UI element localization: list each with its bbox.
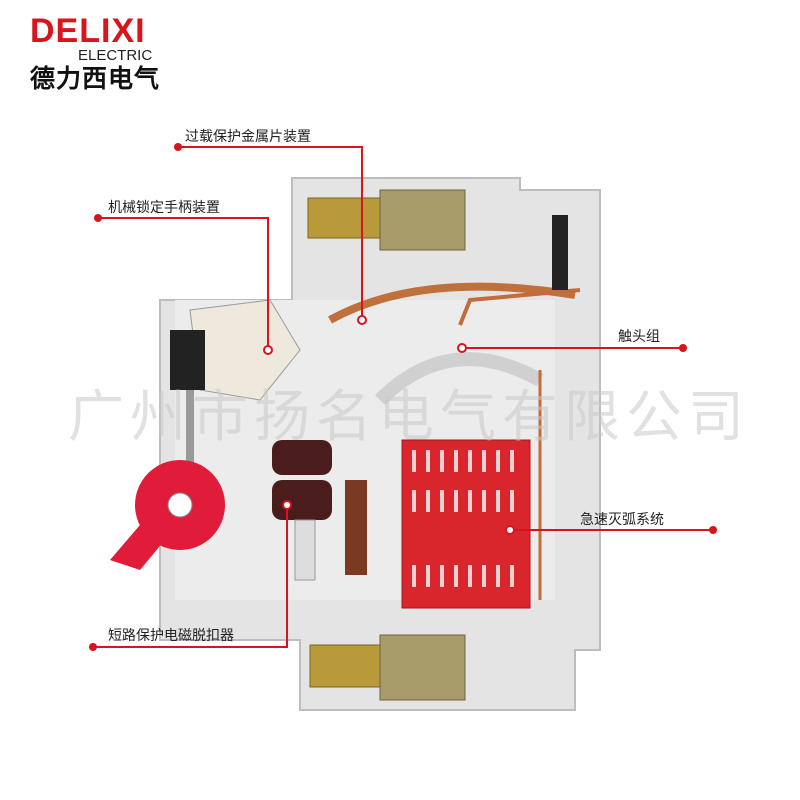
- label-contacts: 触头组: [618, 329, 660, 345]
- copper-braid: [328, 282, 576, 324]
- watermark: 广州市扬名电气有限公司: [68, 385, 750, 450]
- arc-chute-slot: [510, 450, 514, 472]
- arc-chute-slot: [468, 490, 472, 512]
- leader-short-circuit: [93, 505, 288, 648]
- solenoid-coil: [272, 440, 332, 475]
- label-handle-lock: 机械锁定手柄装置: [108, 200, 220, 216]
- bottom-terminal-clamp: [379, 634, 466, 701]
- arc-chute-slot: [482, 565, 486, 587]
- arc-chute-slot: [412, 565, 416, 587]
- arc-chute-slot: [426, 490, 430, 512]
- arc-chute-slot: [454, 450, 458, 472]
- arc-chute-slot: [482, 450, 486, 472]
- arc-chute-slot: [454, 490, 458, 512]
- top-terminal-screw: [307, 197, 384, 239]
- arc-chute-slot: [426, 565, 430, 587]
- arc-chute-slot: [412, 450, 416, 472]
- label-short-circuit: 短路保护电磁脱扣器: [108, 628, 234, 644]
- label-arc: 急速灭弧系统: [580, 512, 664, 528]
- arc-chute-slot: [412, 490, 416, 512]
- arc-chute-slot: [468, 565, 472, 587]
- arc-chute-slot: [496, 565, 500, 587]
- dot-icon: [174, 143, 182, 151]
- arc-chute-slot: [440, 565, 444, 587]
- arc-chute-slot: [496, 450, 500, 472]
- bottom-terminal-screw: [309, 644, 386, 688]
- arc-chute-slot: [454, 565, 458, 587]
- arc-chute-slot: [426, 450, 430, 472]
- arc-chute-slot: [510, 490, 514, 512]
- logo-sub: ELECTRIC: [78, 47, 153, 64]
- dot-icon: [94, 214, 102, 222]
- arc-chute-slot: [496, 490, 500, 512]
- arc-chute-slot: [468, 450, 472, 472]
- brand-logo: DELIXI ELECTRIC 德力西电气: [30, 14, 160, 94]
- label-overload: 过载保护金属片装置: [185, 129, 311, 145]
- top-terminal-clamp: [379, 189, 466, 251]
- arc-chute-slot: [440, 450, 444, 472]
- dot-icon: [709, 526, 717, 534]
- arc-chute-slot: [440, 490, 444, 512]
- dot-icon: [679, 344, 687, 352]
- dot-icon: [89, 643, 97, 651]
- logo-brand: DELIXI: [30, 12, 146, 50]
- arc-chute: [401, 439, 531, 609]
- leader-overload: [178, 146, 363, 320]
- arc-chute-slot: [510, 565, 514, 587]
- logo-chinese: 德力西电气: [30, 64, 161, 93]
- arc-chute-slot: [482, 490, 486, 512]
- leader-handle-lock: [98, 217, 269, 350]
